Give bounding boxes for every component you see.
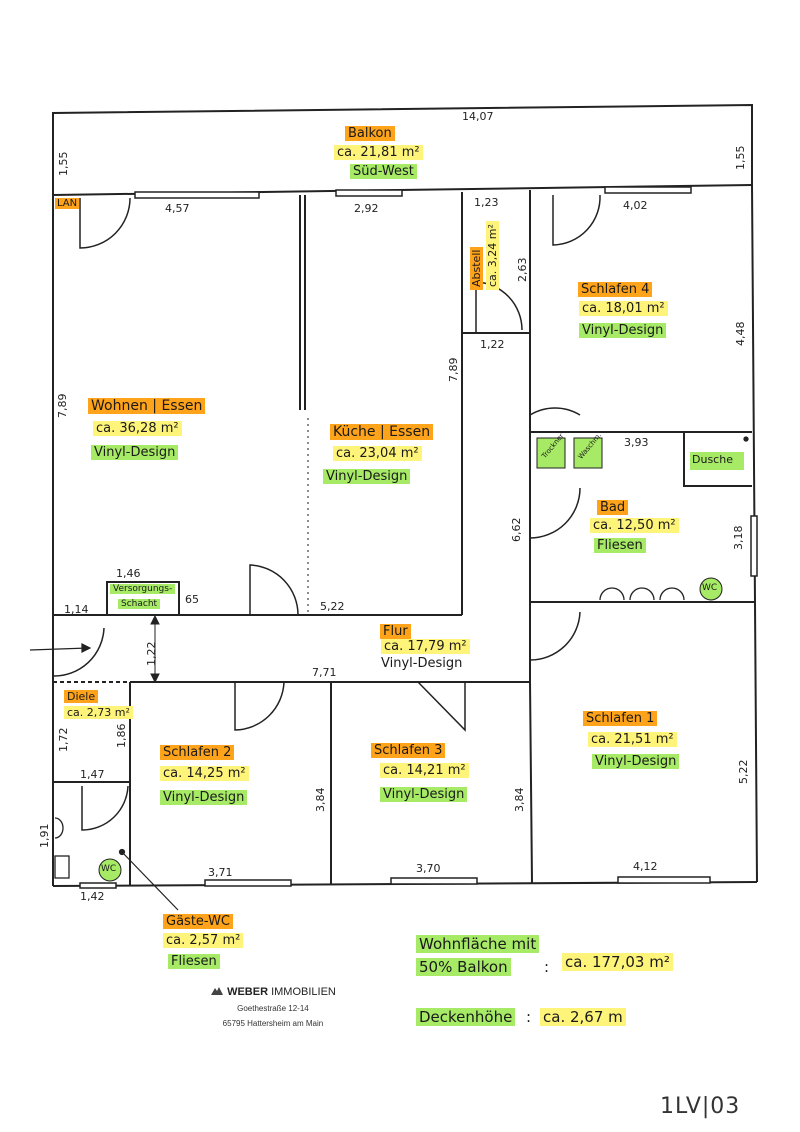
company-logo: WEBER IMMOBILIEN Goethestraße 12-14 6579… <box>210 986 336 1028</box>
bad-floor: Fliesen <box>594 538 646 553</box>
bad-wc-label: WC <box>702 583 718 593</box>
wohnen-name: Wohnen | Essen <box>88 398 206 414</box>
schlafen2-area: ca. 14,25 m² <box>160 766 249 781</box>
dim-balkon-left: 1,55 <box>57 151 70 177</box>
schlafen4-area: ca. 18,01 m² <box>579 301 668 316</box>
abstell-area: ca. 3,24 m² <box>486 221 499 290</box>
kueche-floor: Vinyl-Design <box>323 469 411 484</box>
dim-kueche-bottom: 5,22 <box>320 600 345 613</box>
schlafen3-name: Schlafen 3 <box>371 743 446 758</box>
dim-wohnen-left: 7,89 <box>56 393 69 419</box>
dim-bad-top: 3,93 <box>624 436 649 449</box>
dim-diele-right: 1,86 <box>115 723 128 749</box>
windows <box>79 186 758 889</box>
dim-schlafen2-right: 3,84 <box>314 787 327 813</box>
living-label-2: 50% Balkon <box>416 958 511 976</box>
wc-pointer <box>118 848 179 911</box>
schlafen1-name: Schlafen 1 <box>583 711 658 726</box>
gaeste-wc-name: Gäste-WC <box>163 914 234 929</box>
dim-wc-bottom: 1,42 <box>80 890 105 903</box>
dim-abstell-bottom: 1,22 <box>480 338 505 351</box>
ceiling-label: Deckenhöhe <box>416 1008 516 1026</box>
dim-kueche-top: 2,92 <box>354 202 379 215</box>
appliance-boxes <box>536 437 603 469</box>
gaeste-wc-floor: Fliesen <box>168 954 220 969</box>
ceiling-colon: : <box>526 1008 532 1026</box>
living-value: ca. 177,03 m² <box>562 953 673 971</box>
page-code: 1LV|03 <box>660 1094 741 1119</box>
company-street: Goethestraße 12-14 <box>237 1004 309 1013</box>
wohnen-area: ca. 36,28 m² <box>93 421 182 436</box>
dim-balkon-right: 1,55 <box>734 145 747 171</box>
dim-flur-entry: 1,22 <box>145 641 158 667</box>
living-label-1: Wohnfläche mit <box>416 935 540 953</box>
schacht-line2: Schacht <box>118 599 161 609</box>
schlafen4-floor: Vinyl-Design <box>579 323 667 338</box>
schlafen1-area: ca. 21,51 m² <box>588 732 677 747</box>
bad-name: Bad <box>597 500 629 515</box>
diele-name: Diele <box>64 690 99 703</box>
lan-label: LAN <box>55 198 80 209</box>
logo-icon <box>210 986 224 996</box>
guest-wc-icon <box>98 858 122 882</box>
dim-schacht-top: 1,46 <box>116 567 141 580</box>
schlafen2-name: Schlafen 2 <box>160 745 235 760</box>
flur-dimension-arrow <box>150 614 160 684</box>
dim-schlafen1-bottom: 4,12 <box>633 860 658 873</box>
balkon-name: Balkon <box>345 126 395 141</box>
schlafen1-floor: Vinyl-Design <box>592 754 680 769</box>
company-name-rest: IMMOBILIEN <box>268 986 336 998</box>
shower-highlight <box>690 452 744 470</box>
company-name: WEBER IMMOBILIEN <box>210 986 336 998</box>
flur-area: ca. 17,79 m² <box>381 639 470 654</box>
wc-fixtures <box>54 817 70 879</box>
diele-area: ca. 2,73 m² <box>64 706 133 719</box>
shower-label: Dusche <box>692 453 733 466</box>
bath-fixtures <box>599 436 749 601</box>
schlafen2-floor: Vinyl-Design <box>160 790 248 805</box>
dim-abstell-height: 2,63 <box>516 257 529 283</box>
schacht-line1: Versorgungs- <box>110 584 176 594</box>
wohnen-floor: Vinyl-Design <box>91 445 179 460</box>
bad-area: ca. 12,50 m² <box>590 518 679 533</box>
living-colon: : <box>544 958 550 976</box>
dim-schlafen2-bottom: 3,71 <box>208 866 233 879</box>
doors <box>52 194 601 831</box>
dim-schlafen3-bottom: 3,70 <box>416 862 441 875</box>
dim-schlafen4-right: 4,48 <box>734 321 747 347</box>
dim-schlafen3-right: 3,84 <box>513 787 526 813</box>
balkon-orientation: Süd-West <box>350 164 417 179</box>
dim-flur-length: 7,71 <box>312 666 337 679</box>
flur-name: Flur <box>380 624 411 639</box>
dim-schacht-side: 65 <box>185 593 199 606</box>
balkon-area: ca. 21,81 m² <box>334 145 423 160</box>
dim-diele-bottom: 1,47 <box>80 768 105 781</box>
dim-wohnen-top: 4,57 <box>165 202 190 215</box>
entrance-arrow <box>29 643 92 653</box>
ceiling-value: ca. 2,67 m <box>540 1008 626 1026</box>
abstell-name: Abstell <box>470 246 483 290</box>
dim-entry-width: 1,14 <box>64 603 89 616</box>
schlafen4-name: Schlafen 4 <box>578 282 653 297</box>
dim-kueche-right: 7,89 <box>447 357 460 383</box>
company-name-bold: WEBER <box>227 986 269 998</box>
gaeste-wc-area: ca. 2,57 m² <box>163 933 244 948</box>
kueche-name: Küche | Essen <box>330 424 434 440</box>
bad-wc-icon <box>699 577 723 601</box>
kueche-area: ca. 23,04 m² <box>333 446 422 461</box>
company-city: 65795 Hattersheim am Main <box>222 1019 324 1028</box>
dim-wc-left: 1,91 <box>38 823 51 849</box>
guest-wc-icon-label: WC <box>101 864 117 874</box>
dim-abstell-top: 1,23 <box>474 196 499 209</box>
dim-diele-left: 1,72 <box>57 727 70 753</box>
dim-bad-right: 3,18 <box>732 525 745 551</box>
schlafen3-area: ca. 14,21 m² <box>380 763 469 778</box>
dim-flur-vertical: 6,62 <box>510 517 523 543</box>
dim-schlafen1-right: 5,22 <box>737 759 750 785</box>
dim-schlafen4-top: 4,02 <box>623 199 648 212</box>
flur-floor: Vinyl-Design <box>381 656 463 671</box>
dim-top-width: 14,07 <box>462 110 494 123</box>
schlafen3-floor: Vinyl-Design <box>380 787 468 802</box>
